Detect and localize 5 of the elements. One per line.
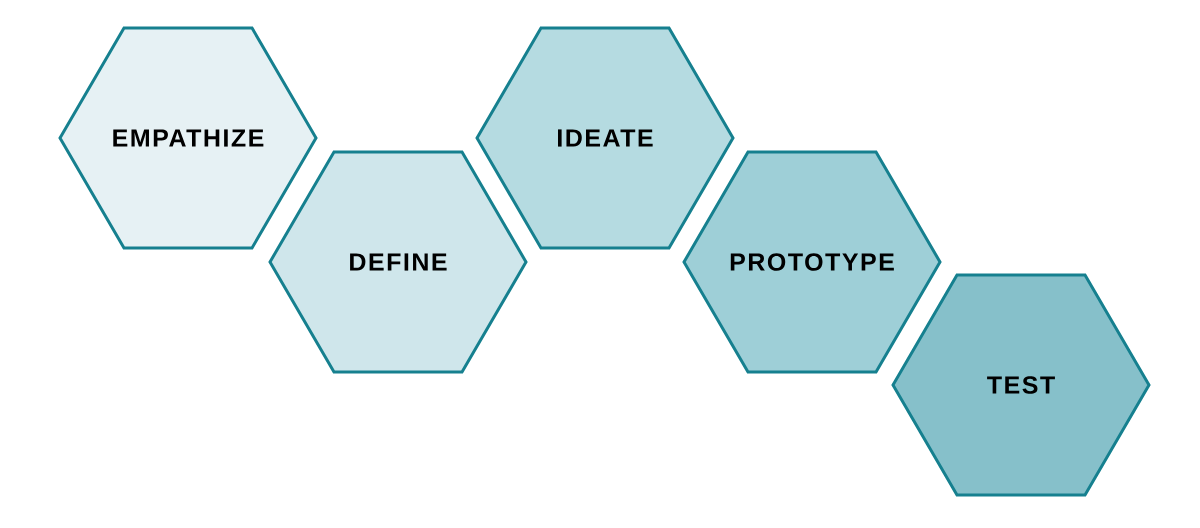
hexagon: PROTOTYPE [682,150,942,374]
hexagon: DEFINE [268,150,528,374]
hexagon: TEST [891,273,1151,497]
hexagon: IDEATE [475,26,735,250]
hexagon: EMPATHIZE [58,26,318,250]
